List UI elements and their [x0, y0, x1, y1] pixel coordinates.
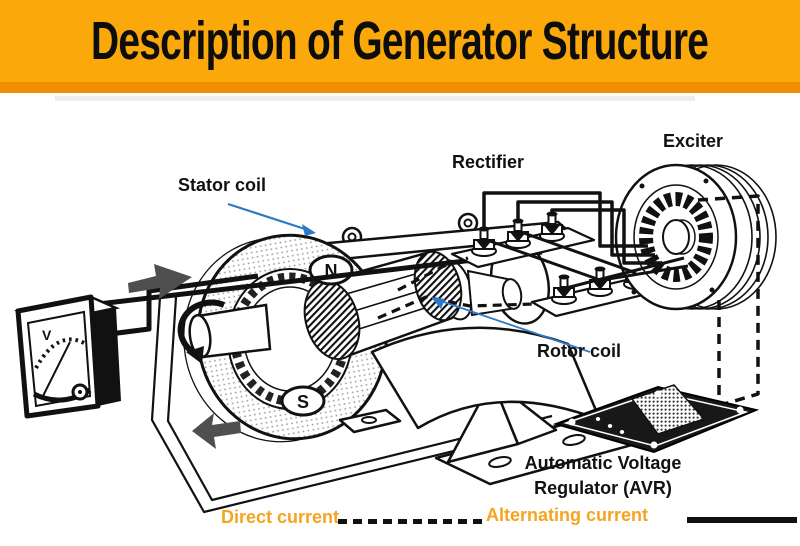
voltmeter-unit-letter: V [42, 327, 52, 343]
legend-alternating-current-line [687, 517, 797, 523]
diode [551, 273, 577, 305]
legend-alternating-current-label: Alternating current [486, 505, 649, 525]
voltmeter: V [13, 294, 121, 419]
avr-board [552, 384, 760, 454]
legend-direct-current-line [338, 519, 484, 524]
legend-direct-current-label: Direct current [221, 507, 340, 527]
diode [539, 210, 565, 242]
stator-pointer-arrow-icon [302, 224, 316, 236]
label-avr: Automatic Voltage Regulator (AVR) [498, 451, 708, 501]
label-exciter: Exciter [663, 131, 724, 151]
direct-current-wires [377, 194, 760, 412]
label-rotor-coil: Rotor coil [537, 341, 621, 361]
flow-arrow-right-icon [128, 264, 192, 299]
rotor-pointer-arrow-icon [431, 297, 445, 309]
stator-pointer-line [227, 202, 309, 232]
title-banner: Description of Generator Structure [0, 0, 800, 82]
flow-arrow-left-icon [192, 413, 241, 449]
south-pole-letter: S [297, 392, 309, 412]
voltmeter-tick-arc [34, 337, 87, 369]
rotation-arrow [177, 299, 226, 364]
pointer-lines [227, 202, 591, 353]
banner-shadow [55, 96, 695, 101]
avr-heatsink [630, 384, 706, 435]
banner-strip [0, 82, 800, 93]
exciter-assembly [614, 163, 777, 311]
south-pole-badge: S [280, 385, 326, 417]
rectifier-wiring [482, 191, 689, 290]
label-rectifier: Rectifier [452, 152, 525, 172]
label-stator-coil: Stator coil [178, 175, 267, 195]
label-avr-line2: Regulator (AVR) [534, 478, 672, 498]
voltmeter-needle [41, 341, 71, 399]
rotor-pointer-line [437, 299, 591, 353]
page-title: Description of Generator Structure [91, 11, 709, 71]
output-circuit-wires [150, 296, 557, 514]
flow-arrows [128, 264, 241, 449]
exciter-coil-ring [639, 192, 713, 282]
shaft [188, 303, 272, 359]
label-avr-line1: Automatic Voltage [524, 453, 682, 473]
